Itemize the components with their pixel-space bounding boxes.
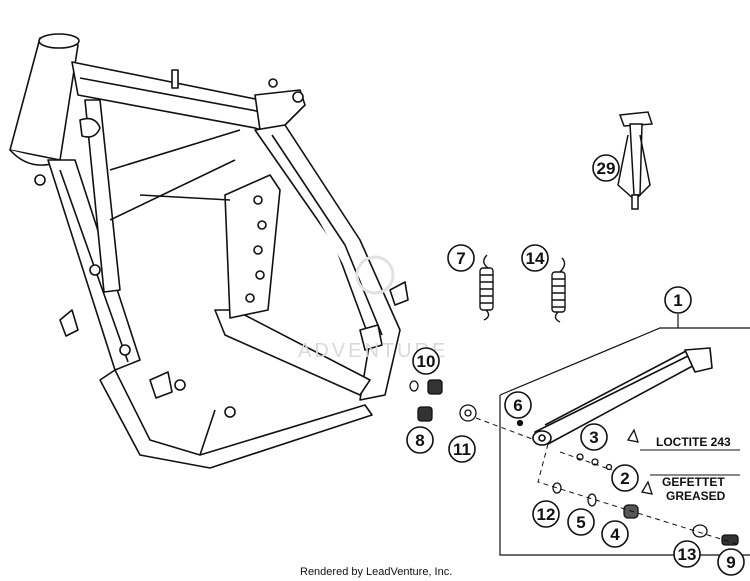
callout-10-label: 10: [417, 352, 436, 371]
callout-7-label: 7: [456, 249, 465, 268]
callout-14: 14: [521, 244, 549, 272]
callout-9: 9: [717, 548, 745, 576]
footer-credit: Rendered by LeadVenture, Inc.: [300, 566, 452, 578]
callout-12: 12: [532, 500, 560, 528]
callout-6: 6: [504, 391, 532, 419]
part-1-side-stand: [532, 347, 713, 446]
gefettet-note: GEFETTET: [662, 475, 725, 489]
callout-2-label: 2: [620, 469, 629, 488]
callout-5-label: 5: [576, 513, 585, 532]
dashed-leaders: [475, 417, 741, 546]
callout-4: 4: [601, 520, 629, 548]
callout-5: 5: [567, 508, 595, 536]
callout-13: 13: [673, 540, 701, 568]
part-29-tool: [617, 111, 654, 210]
greased-note: GREASED: [666, 489, 726, 503]
callout-1: 1: [664, 286, 692, 314]
callout-6-label: 6: [513, 396, 522, 415]
callout-3: 3: [580, 423, 608, 451]
callout-29: 29: [592, 154, 620, 182]
callout-8: 8: [406, 426, 434, 454]
watermark-logo: [355, 255, 395, 295]
part-7-spring: [479, 254, 494, 321]
callout-4-label: 4: [610, 525, 620, 544]
callout-2: 2: [611, 464, 639, 492]
hardware-parts: [409, 379, 739, 546]
part-14-spring: [551, 257, 566, 323]
callout-10: 10: [412, 347, 440, 375]
motorcycle-frame: [9, 33, 409, 469]
callout-11-label: 11: [453, 440, 471, 459]
callout-12-label: 12: [537, 505, 556, 524]
side-stand-group-box: [499, 327, 750, 556]
callout-29-label: 29: [597, 159, 616, 178]
callout-1-label: 1: [673, 291, 682, 310]
callout-7: 7: [447, 244, 475, 272]
loctite-note: LOCTITE 243: [656, 435, 731, 449]
callout-11: 11: [448, 435, 476, 463]
watermark-text: ADVENTURE: [298, 340, 448, 362]
callout-3-label: 3: [589, 428, 598, 447]
callout-14-label: 14: [526, 249, 545, 268]
callout-13-label: 13: [678, 545, 697, 564]
callout-9-label: 9: [726, 553, 735, 572]
callout-8-label: 8: [415, 431, 424, 450]
